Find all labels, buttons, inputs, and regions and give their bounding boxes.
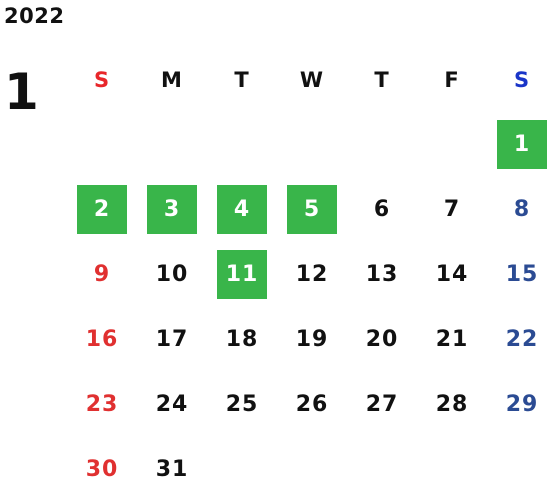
calendar-day-cell: 28 <box>417 372 487 437</box>
calendar-day-cell: 16 <box>67 307 137 372</box>
calendar-empty-cell <box>207 112 277 177</box>
calendar-day: 17 <box>155 327 189 352</box>
calendar-day: 10 <box>155 262 189 287</box>
calendar-day: 22 <box>505 327 539 352</box>
calendar-day: 31 <box>155 457 189 482</box>
calendar-day: 23 <box>85 392 119 417</box>
calendar-day: 19 <box>295 327 329 352</box>
calendar-day-cell: 25 <box>207 372 277 437</box>
calendar-day-cell: 29 <box>487 372 548 437</box>
calendar-empty-cell <box>417 112 487 177</box>
weekday-header-monday: M <box>161 67 183 92</box>
calendar-day: 28 <box>435 392 469 417</box>
calendar-day-cell: 13 <box>347 242 417 307</box>
calendar-day: 6 <box>373 197 391 222</box>
weekday-header-friday: F <box>444 67 460 92</box>
calendar-day-highlighted: 4 <box>217 185 267 234</box>
calendar-day: 15 <box>505 262 539 287</box>
calendar-day-cell: 15 <box>487 242 548 307</box>
calendar-day: 30 <box>85 457 119 482</box>
calendar-day-cell: 3 <box>137 177 207 242</box>
calendar-day-cell: 27 <box>347 372 417 437</box>
calendar-day-cell: 30 <box>67 437 137 502</box>
calendar-day-cell: 9 <box>67 242 137 307</box>
calendar-day: 26 <box>295 392 329 417</box>
weekday-header-tuesday: T <box>234 67 250 92</box>
calendar-day: 8 <box>513 197 531 222</box>
calendar-day: 16 <box>85 327 119 352</box>
calendar-day: 25 <box>225 392 259 417</box>
calendar-day-cell: 18 <box>207 307 277 372</box>
calendar-empty-cell <box>137 112 207 177</box>
calendar-day-cell: 24 <box>137 372 207 437</box>
calendar-day: 21 <box>435 327 469 352</box>
calendar-day: 12 <box>295 262 329 287</box>
calendar-day: 24 <box>155 392 189 417</box>
calendar-day-cell: 20 <box>347 307 417 372</box>
calendar-day-cell: 26 <box>277 372 347 437</box>
calendar-month: 1 <box>4 63 39 121</box>
calendar-day-cell: 31 <box>137 437 207 502</box>
calendar-year: 2022 <box>4 4 65 28</box>
weekday-header-wednesday: W <box>299 67 325 92</box>
calendar-empty-cell <box>67 112 137 177</box>
calendar-day-highlighted: 3 <box>147 185 197 234</box>
calendar-day-cell: 10 <box>137 242 207 307</box>
calendar-day-cell: 19 <box>277 307 347 372</box>
calendar-day-cell: 21 <box>417 307 487 372</box>
calendar-day-cell: 7 <box>417 177 487 242</box>
calendar-day-highlighted: 2 <box>77 185 127 234</box>
calendar-day-cell: 8 <box>487 177 548 242</box>
calendar-day-cell: 22 <box>487 307 548 372</box>
calendar-day-cell: 5 <box>277 177 347 242</box>
weekday-header-thursday: T <box>374 67 390 92</box>
calendar-day-highlighted: 5 <box>287 185 337 234</box>
calendar-day-cell: 1 <box>487 112 548 177</box>
calendar-day: 13 <box>365 262 399 287</box>
calendar-day: 18 <box>225 327 259 352</box>
calendar-day: 27 <box>365 392 399 417</box>
calendar-day-cell: 14 <box>417 242 487 307</box>
calendar-day: 7 <box>443 197 461 222</box>
calendar-empty-cell <box>347 112 417 177</box>
calendar-empty-cell <box>277 112 347 177</box>
calendar-day-cell: 12 <box>277 242 347 307</box>
calendar-day-cell: 11 <box>207 242 277 307</box>
calendar-day: 20 <box>365 327 399 352</box>
weekday-header-saturday: S <box>513 67 531 92</box>
calendar-day-cell: 6 <box>347 177 417 242</box>
calendar-day-cell: 17 <box>137 307 207 372</box>
calendar-day-cell: 2 <box>67 177 137 242</box>
calendar-day-cell: 4 <box>207 177 277 242</box>
calendar-day-cell: 23 <box>67 372 137 437</box>
weekday-header-sunday: S <box>93 67 111 92</box>
calendar-day: 9 <box>93 262 111 287</box>
calendar-day: 29 <box>505 392 539 417</box>
calendar-day: 14 <box>435 262 469 287</box>
calendar-day-highlighted: 11 <box>217 250 267 299</box>
calendar-day-highlighted: 1 <box>497 120 547 169</box>
